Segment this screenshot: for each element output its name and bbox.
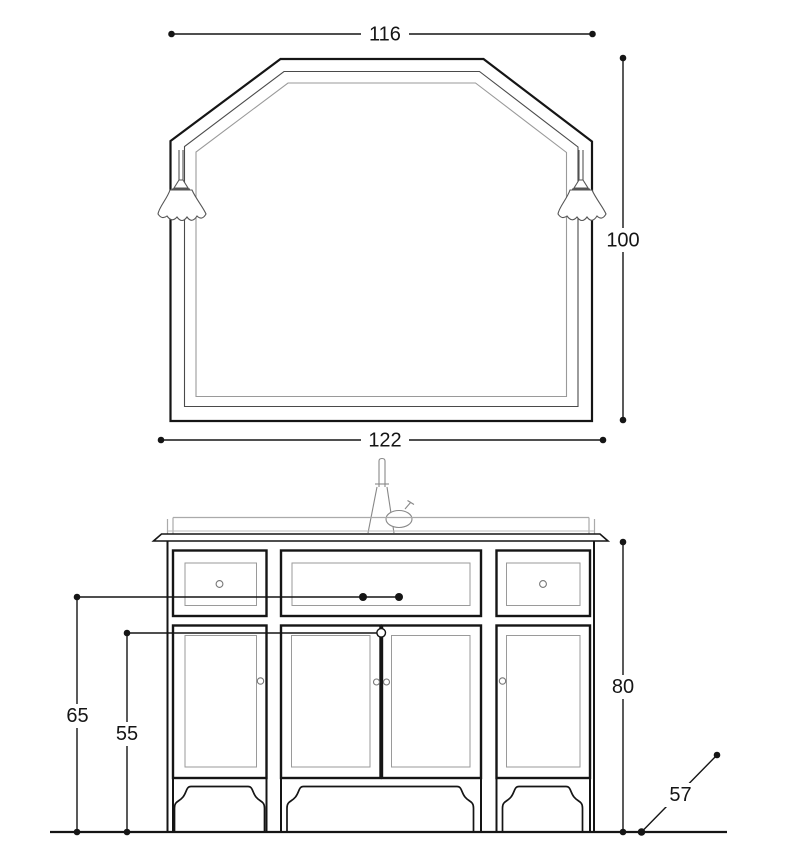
dim-label-mirror-top-width: 116 — [369, 24, 401, 46]
dim-endpoint-dot — [713, 751, 721, 759]
dimension-cabinet-height: 80 — [607, 538, 639, 836]
dim-endpoint-dot — [619, 828, 627, 836]
dim-label-cabinet-depth: 57 — [669, 784, 691, 806]
dimension-door-top-height: 55 — [112, 627, 387, 836]
faucet-handle — [385, 509, 413, 529]
backsplash — [166, 516, 596, 534]
dimension-mirror-bottom-width: 122 — [157, 428, 607, 452]
dim-label-basin-leader-height: 65 — [66, 705, 88, 727]
center-left-door-panel — [291, 635, 371, 768]
center-drawer — [279, 549, 483, 618]
dim-endpoint-dot — [123, 629, 131, 637]
door-knob — [382, 678, 391, 686]
dimension-basin-leader-height: 65 — [63, 593, 403, 836]
dim-label-mirror-height: 100 — [606, 230, 639, 252]
door-knob — [498, 677, 507, 685]
center-right-door-panel — [391, 635, 471, 768]
dimension-mirror-top-width: 116 — [168, 22, 596, 46]
center-left-door — [279, 624, 382, 780]
dim-label-cabinet-height: 80 — [612, 676, 634, 698]
drawer-knob — [539, 580, 547, 588]
left-door — [171, 624, 268, 780]
dim-endpoint-dot — [73, 593, 81, 601]
dim-endpoint-dot — [589, 30, 596, 38]
dim-endpoint-dot — [123, 828, 131, 836]
dimension-mirror-height: 100 — [600, 54, 646, 424]
faucet-lever — [404, 500, 415, 510]
dim-endpoint-ring — [376, 627, 387, 638]
center-right-door — [380, 624, 483, 780]
left-door-panel — [184, 635, 257, 768]
left-sconce-bell — [157, 189, 207, 222]
apron-brackets — [173, 785, 584, 831]
dim-endpoint-dot — [168, 30, 175, 38]
mirror-frame-outer — [169, 57, 594, 423]
dim-label-door-top-height: 55 — [116, 723, 138, 745]
drawer-knob — [215, 580, 224, 588]
faucet-icon — [367, 457, 415, 534]
right-door-panel — [506, 635, 581, 768]
mirror-frame-inner — [195, 82, 568, 398]
dim-endpoint-dot — [359, 593, 367, 601]
right-drawer — [495, 549, 592, 618]
center-apron — [286, 785, 475, 831]
dim-endpoint-dot — [73, 828, 81, 836]
right-drawer-panel — [506, 562, 581, 606]
dim-label-mirror-bottom-width: 122 — [368, 430, 401, 452]
left-sconce-icon — [157, 150, 207, 222]
door-knob — [256, 677, 265, 685]
door-knob — [372, 678, 381, 686]
right-sconce-icon — [557, 150, 607, 222]
right-door — [495, 624, 592, 780]
dim-endpoint-dot — [637, 828, 646, 836]
right-apron — [501, 785, 584, 831]
mirror-frame-middle — [183, 70, 579, 408]
dim-endpoint-dot — [599, 436, 607, 444]
left-drawer — [171, 549, 268, 618]
dim-endpoint-dot — [395, 593, 403, 601]
dim-endpoint-dot — [619, 54, 627, 62]
center-drawer-panel — [291, 562, 471, 606]
dimension-cabinet-depth: 57 — [637, 751, 721, 836]
countertop-molding — [151, 533, 611, 542]
left-drawer-panel — [184, 562, 257, 606]
mirror-front-view — [157, 57, 607, 423]
right-sconce-bell — [557, 189, 607, 222]
dim-endpoint-dot — [619, 416, 627, 424]
left-apron — [173, 785, 266, 831]
dim-endpoint-dot — [157, 436, 165, 444]
dim-endpoint-dot — [619, 538, 627, 546]
plinth-legs — [172, 778, 591, 832]
vanity-front-view — [151, 457, 611, 832]
drawer-row — [171, 549, 592, 618]
